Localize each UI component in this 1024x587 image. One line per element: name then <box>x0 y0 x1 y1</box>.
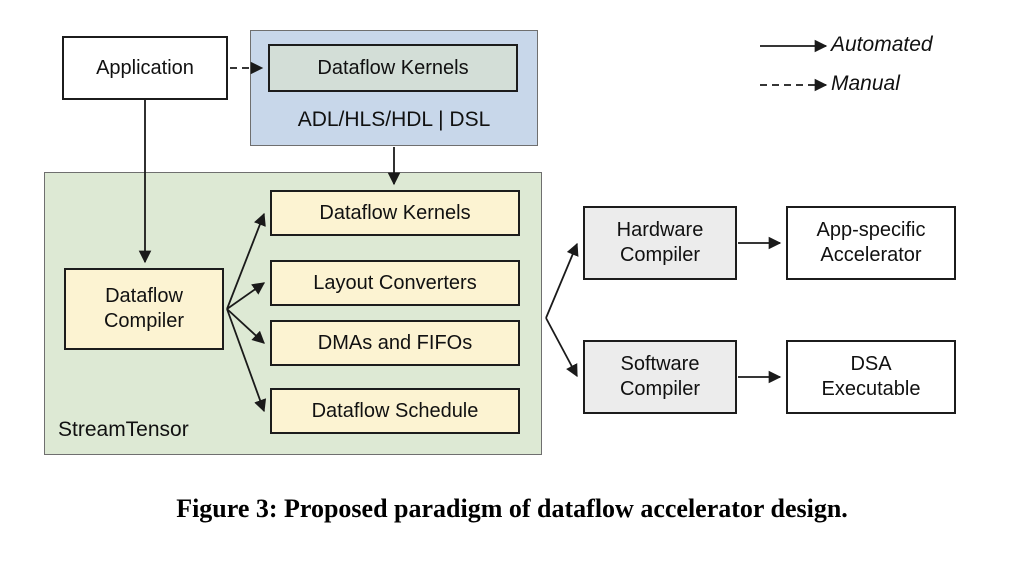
layout-converters-node: Layout Converters <box>270 260 520 306</box>
app-specific-accelerator-node: App-specific Accelerator <box>786 206 956 280</box>
hardware-compiler-node: Hardware Compiler <box>583 206 737 280</box>
streamtensor-label: StreamTensor <box>58 418 189 441</box>
dsl-languages-label: ADL/HLS/HDL | DSL <box>297 108 491 131</box>
figure-caption: Figure 3: Proposed paradigm of dataflow … <box>176 494 848 523</box>
dataflow-compiler-node: Dataflow Compiler <box>64 268 224 350</box>
dataflow-schedule-node: Dataflow Schedule <box>270 388 520 434</box>
dmas-and-fifos-node: DMAs and FIFOs <box>270 320 520 366</box>
arrow-streamtensor-to-hardware-compiler <box>545 242 579 319</box>
arrow-streamtensor-to-software-compiler <box>545 317 578 378</box>
application-node: Application <box>62 36 228 100</box>
legend-manual-label: Manual <box>831 72 900 95</box>
dsl-dataflow-kernels-node: Dataflow Kernels <box>268 44 518 92</box>
software-compiler-node: Software Compiler <box>583 340 737 414</box>
legend-automated-label: Automated <box>831 33 933 56</box>
dataflow-kernels-node: Dataflow Kernels <box>270 190 520 236</box>
dsa-executable-node: DSA Executable <box>786 340 956 414</box>
